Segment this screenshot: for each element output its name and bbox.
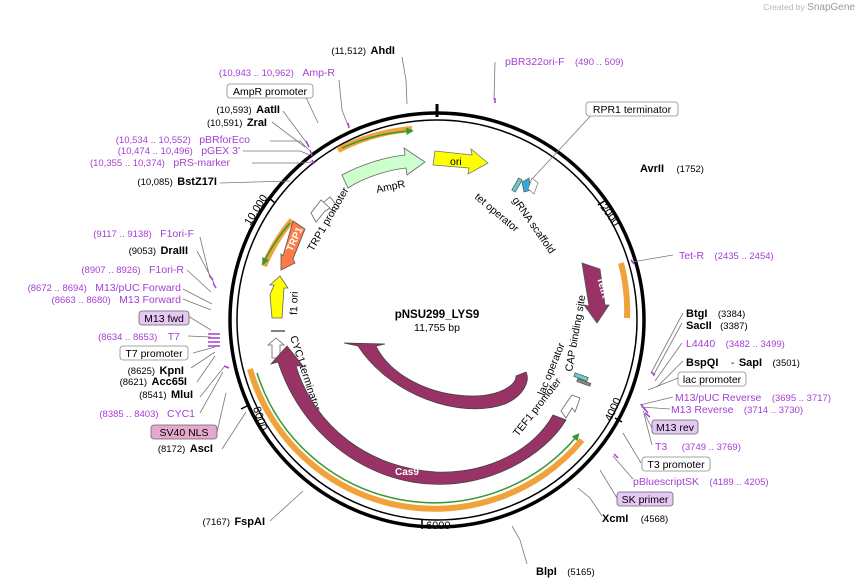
box-rpr1-terminator: RPR1 terminator <box>585 101 679 117</box>
cas9-outer-arrow <box>269 345 567 485</box>
site-draiii: (9053) DraIII <box>129 241 188 258</box>
trp1-arrow <box>280 220 306 271</box>
svg-text:M13 rev: M13 rev <box>656 422 695 434</box>
primer-pbr322ori-f: pBR322ori-F (490 .. 509) <box>505 52 624 69</box>
site-fspai: (7167) FspAI <box>203 512 265 529</box>
primer-m13puc-forward: (8672 .. 8694) M13/pUC Forward <box>28 278 182 295</box>
orf-right-orange <box>618 262 631 319</box>
site-zrai: (10,591) ZraI <box>207 113 267 130</box>
tet-operator-mark <box>511 177 523 193</box>
site-mlui: (8541) MluI <box>139 385 193 402</box>
svg-text:SV40 NLS: SV40 NLS <box>159 427 208 439</box>
trp1-promoter-arrow <box>310 199 331 223</box>
ampr-label: AmpR <box>375 178 406 196</box>
primer-cyc1: (8385 .. 8403) CYC1 <box>99 404 195 421</box>
box-lac-promoter: lac promoter <box>677 371 747 387</box>
ruler-2000: 2000 <box>598 202 622 229</box>
site-aatii: (10,593) AatII <box>216 100 280 117</box>
trp1-promoter-label: TRP1 promoter <box>305 185 352 254</box>
orf-left-green <box>262 222 291 266</box>
cas9-outer-label: Cas9 <box>395 467 419 478</box>
primer-pgex3: (10,474 .. 10,496) pGEX 3' <box>118 141 240 158</box>
site-bspqi: BspQI - SapI (3501) <box>686 353 800 370</box>
svg-text:AmpR promoter: AmpR promoter <box>233 86 308 98</box>
ori-label: ori <box>450 156 462 168</box>
site-ahdi: (11,512) AhdI <box>331 41 395 58</box>
site-btgi: BtgI (3384) <box>686 304 745 321</box>
snapgene-credit: Created by SnapGene <box>763 2 855 13</box>
tick-10000 <box>267 196 276 204</box>
primer-pbrforeco: (10,534 .. 10,552) pBRforEco <box>116 130 250 147</box>
primer-l4440: L4440 (3482 .. 3499) <box>686 334 785 351</box>
svg-text:SK primer: SK primer <box>622 494 669 506</box>
svg-text:T7 promoter: T7 promoter <box>125 348 183 360</box>
box-sv40-nls: SV40 NLS <box>150 424 218 440</box>
rpr1-terminator-shape <box>527 177 539 195</box>
orf-top-green <box>341 127 414 149</box>
orf-bottom-green <box>256 372 580 504</box>
leader-lines <box>182 56 684 565</box>
primer-m13-forward: (8663 .. 8680) M13 Forward <box>52 290 182 307</box>
tetr-arrow <box>581 262 610 324</box>
box-sk-primer: SK primer <box>616 491 674 507</box>
cyc1-terminator-shape <box>266 337 286 359</box>
tick-2000 <box>597 199 607 206</box>
cap-site-label: CAP binding site <box>563 294 588 373</box>
cap-site-mark <box>576 378 592 387</box>
plasmid-size: 11,755 bp <box>414 322 460 334</box>
site-bstz17i: (10,085) BstZ17I <box>137 172 217 189</box>
ruler-6000: 6000 <box>426 520 450 532</box>
box-ampr-promoter: AmpR promoter <box>226 83 314 99</box>
site-acc65i: (8621) Acc65I <box>120 372 187 389</box>
svg-text:M13 fwd: M13 fwd <box>144 313 184 325</box>
tick-4000 <box>614 417 623 423</box>
primer-t3: T3 (3749 .. 3769) <box>655 437 741 454</box>
site-asci: (8172) AscI <box>158 439 213 456</box>
plasmid-name: pNSU299_LYS9 <box>395 309 480 321</box>
primer-amp-r: (10,943 .. 10,962) Amp-R <box>219 63 336 80</box>
site-blpi: BlpI (5165) <box>536 562 595 579</box>
primer-prs-marker: (10,355 .. 10,374) pRS-marker <box>90 153 231 170</box>
site-avrii: AvrII (1752) <box>640 159 704 176</box>
credit-brand: SnapGene <box>807 2 855 13</box>
ampr-arrow <box>341 147 426 189</box>
primer-m13-reverse: M13 Reverse (3714 .. 3730) <box>671 400 803 417</box>
cas9-inner-arrow <box>343 342 528 410</box>
site-xcmi: XcmI (4568) <box>602 509 668 526</box>
primer-f1ori-r: (8907 .. 8926) F1ori-R <box>81 260 184 277</box>
box-m13-rev: M13 rev <box>651 419 699 435</box>
primer-ticks <box>208 98 656 459</box>
svg-text:lac promoter: lac promoter <box>683 374 742 386</box>
box-m13-fwd: M13 fwd <box>138 310 190 326</box>
primer-tet-r: Tet-R (2435 .. 2454) <box>679 246 774 263</box>
lac-operator-mark <box>573 372 589 382</box>
orf-bottom-orange <box>247 368 585 512</box>
backbone-inner <box>236 119 638 521</box>
credit-prefix: Created by <box>763 2 805 12</box>
svg-text:T3 promoter: T3 promoter <box>647 459 705 471</box>
cas9-inner-label: Cas9 <box>445 422 469 433</box>
box-t7-promoter: T7 promoter <box>119 345 189 361</box>
box-t3-promoter: T3 promoter <box>641 456 711 472</box>
primer-t7: (8634 .. 8653) T7 <box>98 327 180 344</box>
primer-f1ori-f: (9117 .. 9138) F1ori-F <box>93 224 194 241</box>
primer-m13puc-reverse: M13/pUC Reverse (3695 .. 3717) <box>675 388 831 405</box>
ruler-4000: 4000 <box>603 396 624 423</box>
ori-arrow <box>432 148 489 175</box>
tick-8000 <box>240 404 250 410</box>
site-kpni: (8625) KpnI <box>128 361 184 378</box>
f1ori-label: f1 ori <box>288 291 301 315</box>
primer-pbluescriptsk: pBluescriptSK (4189 .. 4205) <box>633 472 769 489</box>
site-sacii: SacII (3387) <box>686 316 748 333</box>
tef1-promoter-arrow <box>560 394 581 419</box>
f1ori-arrow <box>268 275 289 319</box>
svg-text:RPR1 terminator: RPR1 terminator <box>593 104 672 116</box>
